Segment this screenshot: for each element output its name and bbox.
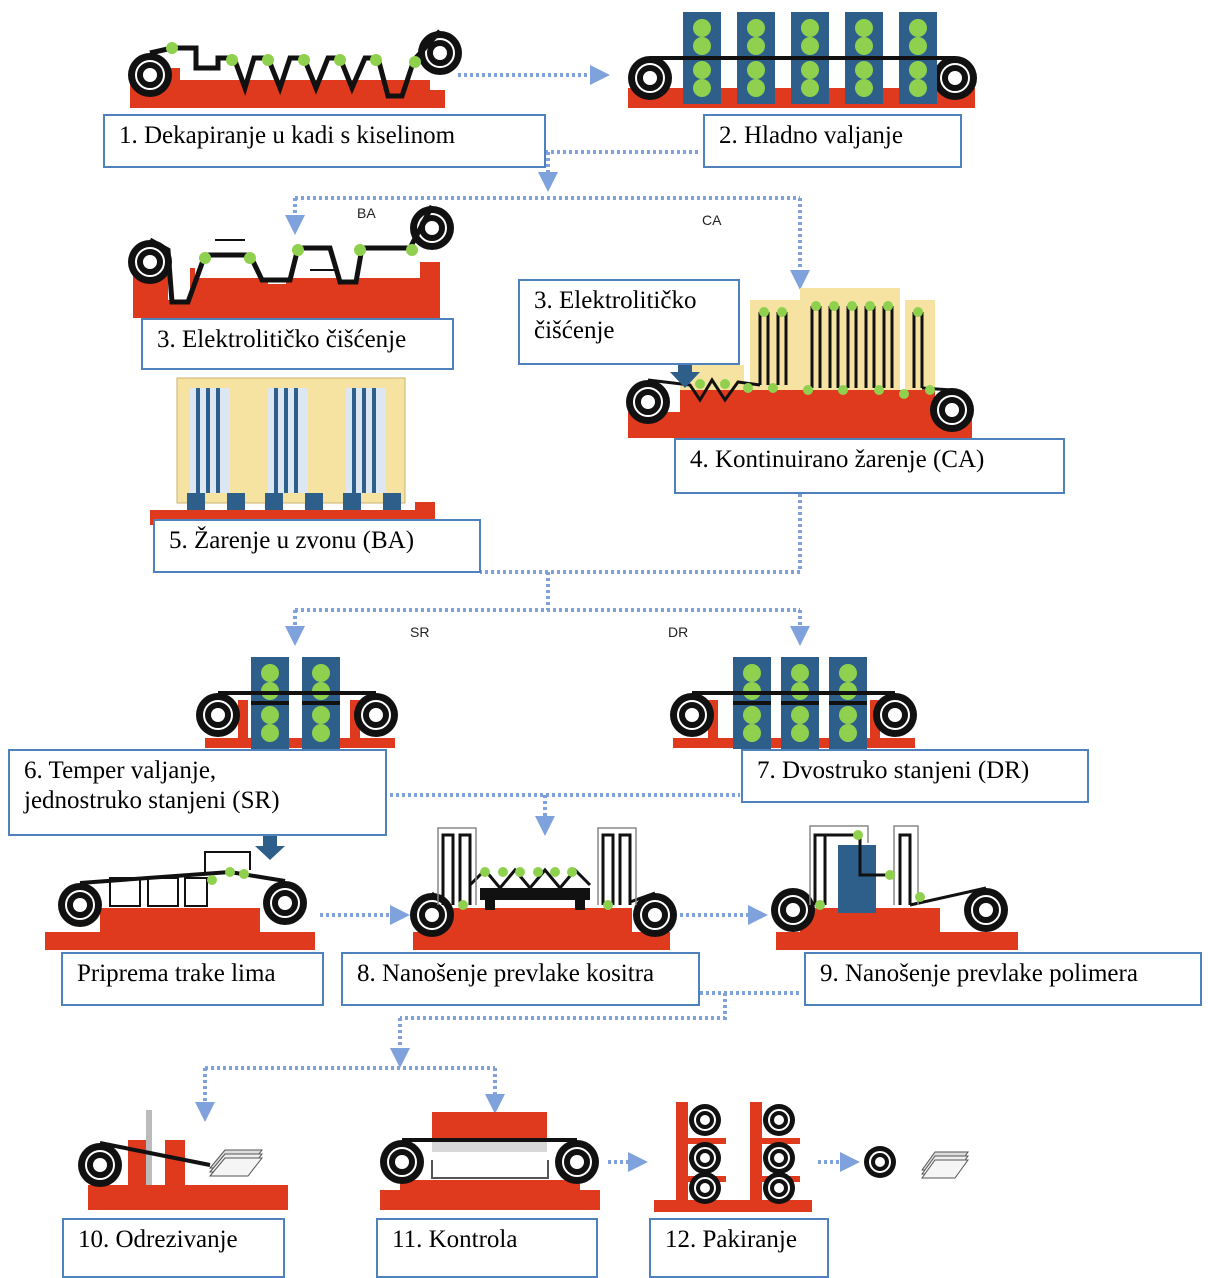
step-2-label: 2. Hladno valjanje [703,114,962,168]
cutting-machine [77,1110,288,1210]
tin-coating-line [409,827,678,950]
step-6-label-line2: jednostruko stanjeni (SR) [24,787,280,814]
branch-tag-sr: SR [410,624,430,640]
branch-tag-ca: CA [702,212,722,228]
step-6-label: 6. Temper valjanje, jednostruko stanjeni… [8,749,387,836]
step-11-label: 11. Kontrola [376,1218,598,1278]
strip-preparation-label: Priprema trake lima [61,952,324,1006]
step-1-label: 1. Dekapiranje u kadi s kiselinom [103,114,546,168]
stack-of-sheets-icon [921,1151,969,1179]
step-7-label: 7. Dvostruko stanjeni (DR) [741,749,1089,803]
step-3-ca-label-line1: 3. Elektrolitičko [534,287,697,314]
stack-of-sheets-icon [208,1149,264,1177]
cold-rolling-machine [627,10,978,108]
down-arrow-icon [670,356,700,388]
step-3-ca-label: 3. Elektrolitičko čišćenje [518,279,740,365]
final-products [863,1145,969,1179]
packing-rack [654,1102,812,1212]
branch-tag-ba: BA [357,205,376,221]
coil-icon [863,1145,897,1179]
polymer-coating-line [770,825,1018,950]
step-12-label: 12. Pakiranje [649,1218,829,1278]
step-10-label: 10. Odrezivanje [62,1218,285,1278]
pickling-machine [127,29,463,108]
step-3-ba-label: 3. Elektrolitičko čišćenje [141,318,454,370]
bell-annealing-furnace [150,377,435,525]
flow-arrows [195,65,860,1172]
down-arrow-icon [255,830,285,860]
step-9-label: 9. Nanošenje prevlake polimera [804,952,1202,1006]
inspection-machine [379,1112,600,1210]
strip-preparation-machine [45,830,315,950]
step-4-label: 4. Kontinuirano žarenje (CA) [674,438,1065,494]
continuous-annealing-line [625,288,975,438]
electrolytic-cleaning-ba-machine [127,204,455,318]
step-5-label: 5. Žarenje u zvonu (BA) [153,519,481,573]
step-8-label: 8. Nanošenje prevlake kositra [341,952,700,1006]
temper-rolling-sr-machine [195,655,399,751]
double-reduced-dr-machine [669,655,918,751]
step-3-ca-label-line2: čišćenje [534,317,615,344]
branch-tag-dr: DR [668,624,689,640]
step-6-label-line1: 6. Temper valjanje, [24,757,217,784]
